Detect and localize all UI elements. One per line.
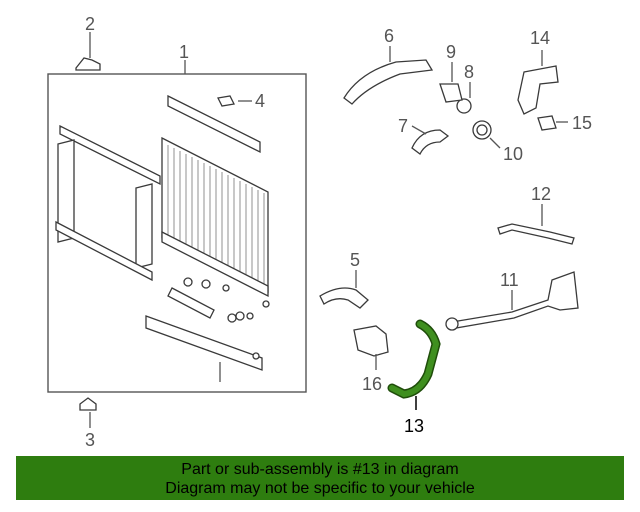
part-2-clip [75,32,101,71]
callout-2: 2 [85,14,95,34]
part-4-plug [217,95,252,107]
callout-10: 10 [503,144,523,164]
callout-6: 6 [384,26,394,46]
radiator-assembly-frame [47,60,307,393]
callout-11: 11 [500,270,519,290]
callout-3: 3 [85,430,95,450]
part-11-pipe [445,271,579,331]
banner-line-1: Part or sub-assembly is #13 in diagram [181,461,459,478]
callout-14: 14 [530,28,550,48]
callout-16: 16 [362,374,382,394]
part-6-upper-hose [343,46,434,105]
callout-4: 4 [255,91,265,111]
callout-13: 13 [404,416,424,436]
part-12-pipe [497,204,575,245]
part-10-thermostat [472,120,501,149]
parts-diagram: 1 2 3 4 5 6 7 8 9 10 11 12 13 14 15 16 [47,14,592,450]
part-info-banner: Part or sub-assembly is #13 in diagram D… [16,456,624,500]
callout-12: 12 [531,184,551,204]
callout-1: 1 [179,42,189,62]
banner-line-2: Diagram may not be specific to your vehi… [165,480,475,497]
callout-5: 5 [350,250,360,270]
callout-8: 8 [464,62,474,82]
part-9-housing [439,62,463,103]
part-8-gasket [456,82,472,114]
callout-9: 9 [446,42,456,62]
part-5-hose [319,270,369,309]
part-14-bracket [517,50,559,115]
part-7-small-hose [411,125,450,155]
part-16-bracket [353,325,389,370]
part-13-hose-highlighted[interactable] [387,319,441,410]
callout-15: 15 [572,113,592,133]
callout-7: 7 [398,116,408,136]
part-3-cap [79,397,97,428]
part-15-fitting [537,115,568,131]
